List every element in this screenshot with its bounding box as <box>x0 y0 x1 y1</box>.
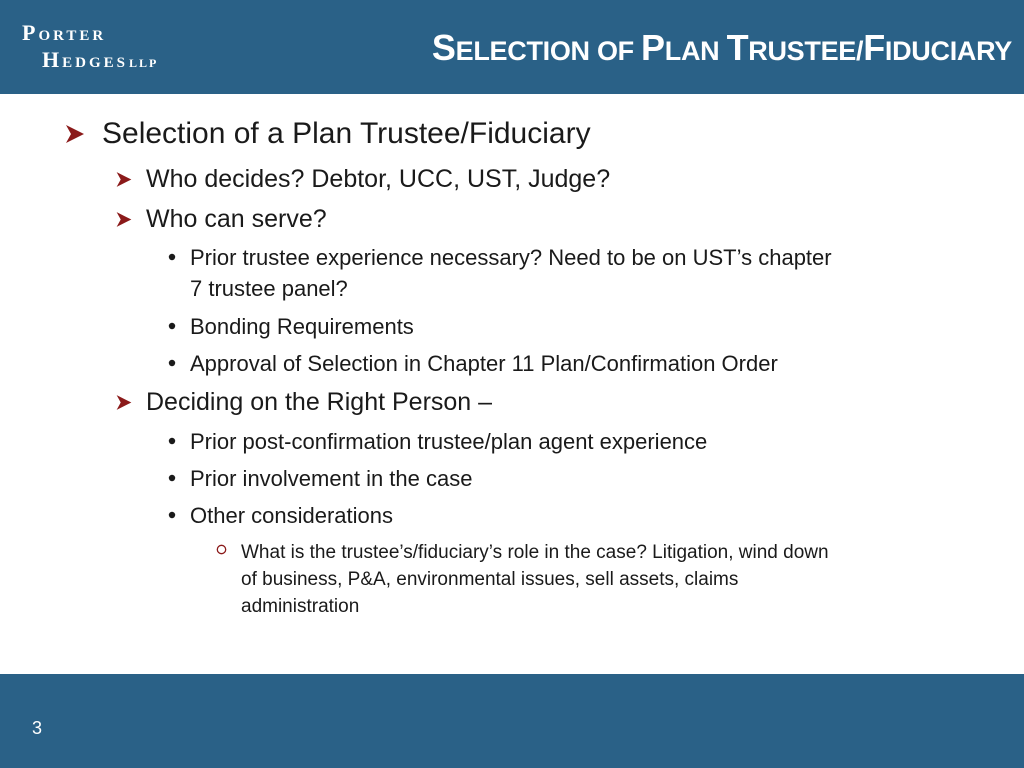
bullet-prior-post-confirmation: Prior post-confirmation trustee/plan age… <box>190 429 708 454</box>
bullet-approval-of-selection: Approval of Selection in Chapter 11 Plan… <box>190 351 778 376</box>
bullet-trustee-role: What is the trustee’s/fiduciary’s role i… <box>241 542 829 617</box>
dot-bullet-icon <box>168 474 176 482</box>
bullet-who-can-serve: Who can serve? <box>146 205 327 233</box>
arrow-bullet-icon <box>116 172 132 187</box>
slide-title: SELECTION OF PLAN TRUSTEE/FIDUCIARY <box>431 27 1012 68</box>
dot-bullet-icon <box>168 253 176 261</box>
bullet-bonding-requirements: Bonding Requirements <box>190 314 414 339</box>
dot-bullet-icon <box>168 322 176 330</box>
dot-bullet-icon <box>168 359 176 367</box>
arrow-bullet-icon <box>66 125 84 143</box>
arrow-bullet-icon <box>116 395 132 410</box>
arrow-bullet-icon <box>116 212 132 227</box>
dot-bullet-icon <box>168 437 176 445</box>
bullet-who-decides: Who decides? Debtor, UCC, UST, Judge? <box>146 165 611 193</box>
porter-hedges-logo: PORTER HEDGESLLP <box>22 20 159 72</box>
page-number: 3 <box>32 718 43 738</box>
bullet-other-considerations: Other considerations <box>190 503 393 528</box>
circle-bullet-icon <box>216 544 227 555</box>
dot-bullet-icon <box>168 511 176 519</box>
bullet-prior-trustee-experience: Prior trustee experience necessary? Need… <box>190 245 832 301</box>
bullet-prior-involvement: Prior involvement in the case <box>190 466 473 491</box>
bullet-deciding-on-right-person: Deciding on the Right Person – <box>146 388 493 416</box>
header-bar: PORTER HEDGESLLP SELECTION OF PLAN TRUST… <box>0 0 1024 94</box>
footer-bar: 3 <box>0 674 1024 768</box>
bullet-selection-of-plan-trustee: Selection of a Plan Trustee/Fiduciary <box>102 117 591 150</box>
